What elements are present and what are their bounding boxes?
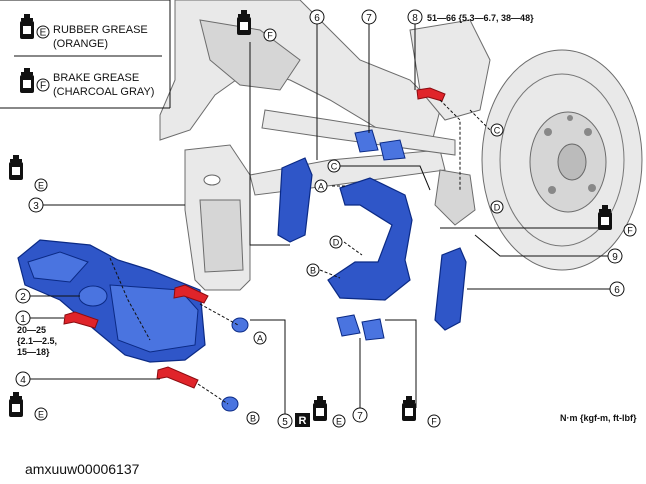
grease-marks: F E E E F F R — [9, 10, 637, 428]
ref-a-bracket: A — [318, 182, 324, 192]
ref-a-bushing: A — [257, 334, 263, 344]
callout-8: 8 — [412, 13, 418, 24]
grease-mark-f-top: F — [267, 31, 273, 41]
ref-c-bracket: C — [331, 162, 338, 172]
caliper-body — [17, 239, 206, 363]
legend-brake-grease-line1: BRAKE GREASE — [53, 72, 139, 84]
grease-mark-e-left: E — [38, 181, 44, 191]
figure-code: amxuuw00006137 — [25, 461, 140, 477]
rubber-grease-tube-icon — [20, 14, 34, 39]
pad-guide-plates — [336, 129, 406, 341]
grease-tube-icon — [9, 392, 23, 417]
legend-rubber-grease-line1: RUBBER GREASE — [53, 24, 148, 36]
legend-rubber-grease-line2: (ORANGE) — [53, 38, 108, 50]
reference-letters: A B A B C D C D — [246, 123, 504, 425]
grease-tube-icon — [313, 396, 327, 421]
ref-c-knuckle: C — [494, 126, 501, 136]
brake-pad-inner — [277, 157, 313, 243]
legend-letter-e: E — [40, 28, 47, 39]
callout-1: 1 — [20, 314, 26, 325]
torque-spec-item-8: 51—66 {5.3—6.7, 38—48} — [427, 13, 534, 23]
leader-lines — [30, 24, 610, 420]
legend-letter-f: F — [40, 81, 46, 92]
callout-7-bottom: 7 — [357, 411, 363, 422]
grease-mark-f-bottom: F — [431, 417, 437, 427]
brake-grease-tube-icon — [20, 68, 34, 93]
callout-2: 2 — [20, 292, 26, 303]
bushings — [221, 317, 249, 412]
replace-part-mark-letter: R — [299, 415, 307, 427]
replace-part-mark — [295, 413, 310, 427]
callout-3: 3 — [33, 201, 39, 212]
grease-mark-e-bottom-left: E — [38, 410, 44, 420]
torque-units-label: N·m {kgf-m, ft-lbf} — [560, 413, 637, 423]
ref-b-bushing: B — [250, 414, 256, 424]
ref-b-bracket: B — [310, 266, 316, 276]
bolts — [63, 87, 446, 389]
grease-mark-e-bottom: E — [336, 417, 342, 427]
grease-mark-f-right: F — [627, 226, 633, 236]
torque-spec-item-1-line2: {2.1—2.5, — [17, 336, 57, 346]
callout-5: 5 — [282, 417, 288, 428]
callout-7-top: 7 — [366, 13, 372, 24]
ref-d-bracket: D — [333, 238, 340, 248]
torque-spec-item-1-line1: 20—25 — [17, 325, 46, 335]
callouts: 6 7 8 3 2 1 4 5 7 6 9 — [15, 9, 625, 429]
grease-tube-icon — [9, 155, 23, 180]
grease-tube-icon — [402, 396, 416, 421]
callout-9: 9 — [612, 252, 618, 263]
legend-brake-grease-line2: (CHARCOAL GRAY) — [53, 86, 154, 98]
torque-specs: 51—66 {5.3—6.7, 38—48} 20—25 {2.1—2.5, 1… — [17, 13, 637, 423]
ref-d-knuckle: D — [494, 203, 501, 213]
caliper-bracket — [327, 177, 413, 301]
torque-spec-item-1-line3: 15—18} — [17, 347, 50, 357]
callout-6-right: 6 — [614, 285, 620, 296]
callout-4: 4 — [20, 375, 26, 386]
brake-pad-outer — [434, 247, 467, 331]
grease-legend: E RUBBER GREASE (ORANGE) F BRAKE GREASE … — [0, 0, 171, 109]
callout-6-top: 6 — [314, 13, 320, 24]
